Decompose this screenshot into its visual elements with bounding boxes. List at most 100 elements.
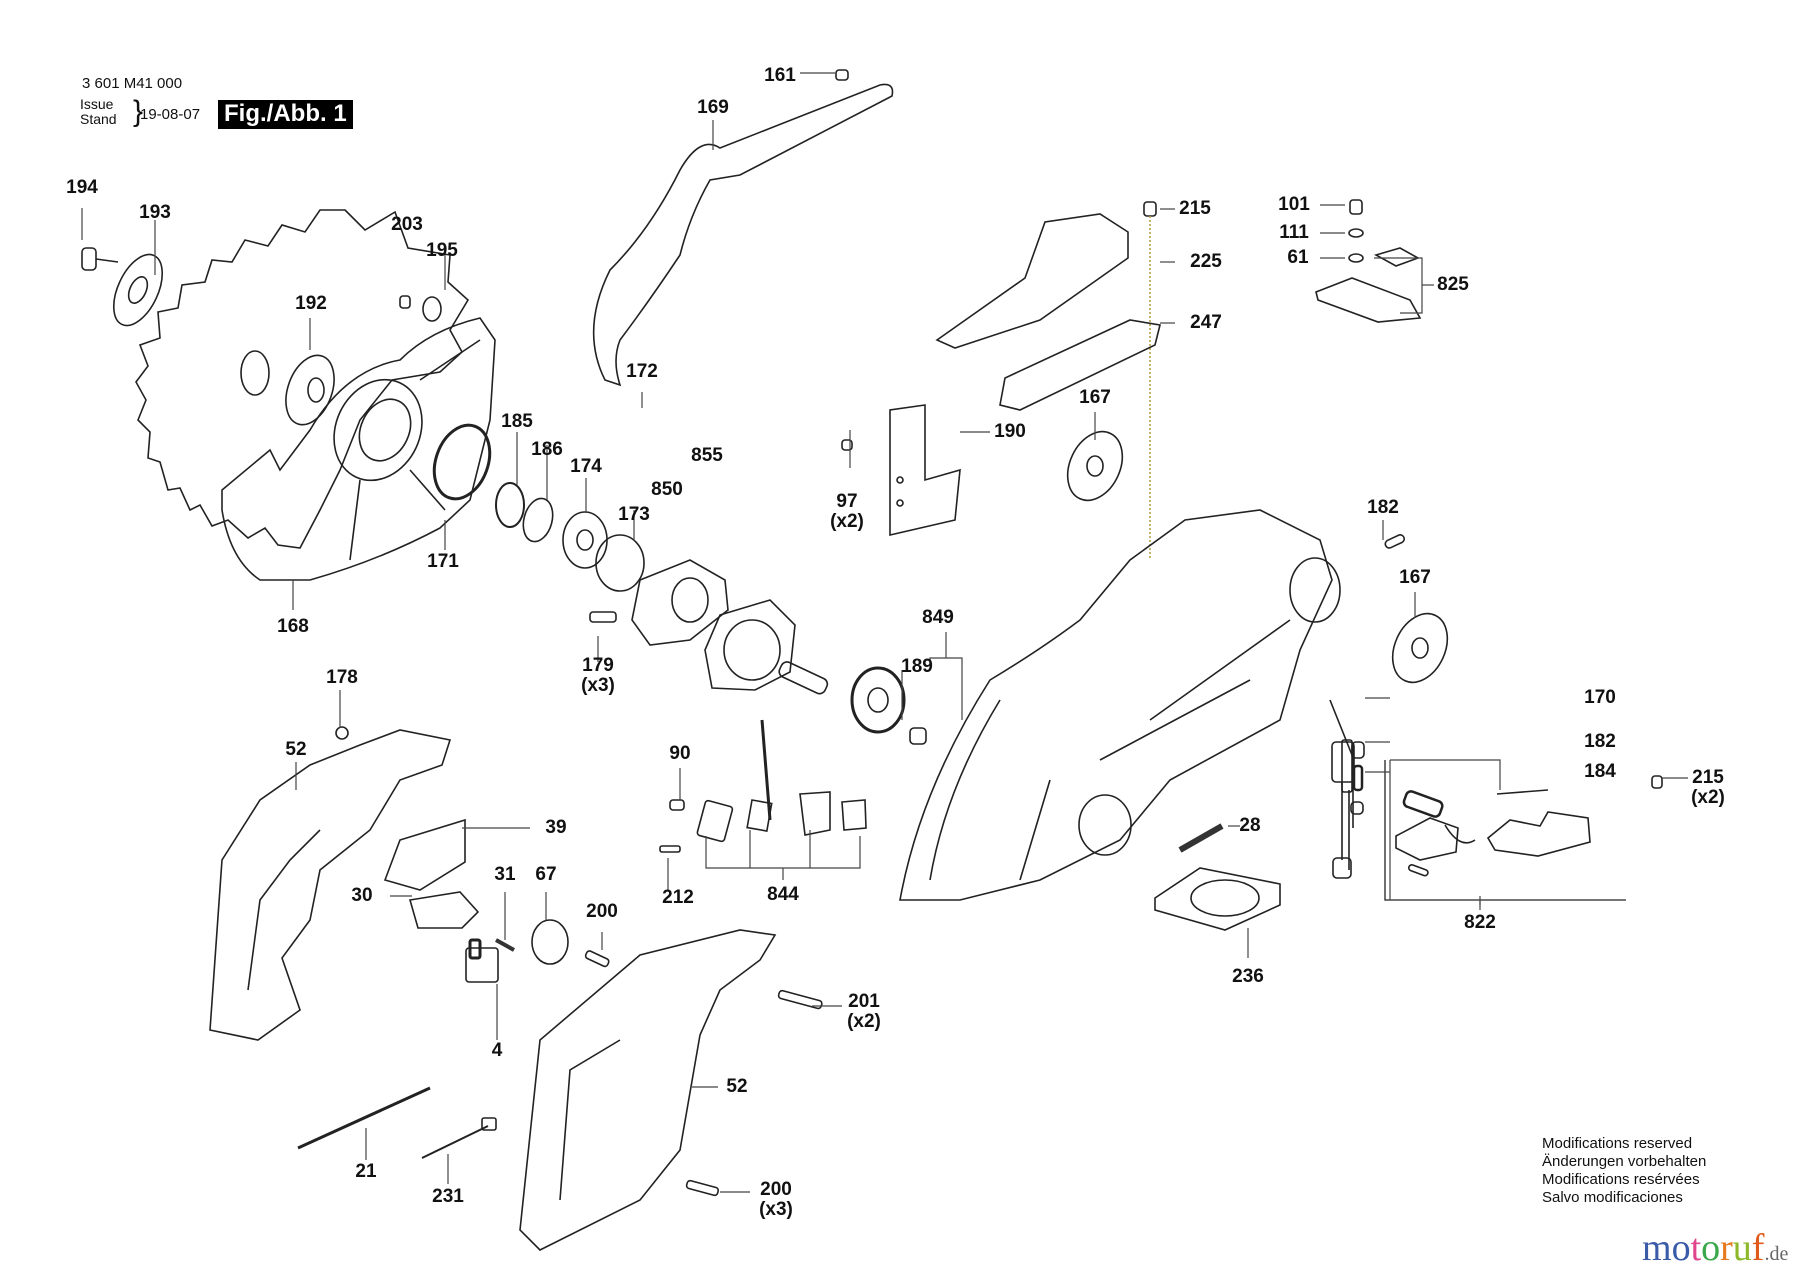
logo-letter: t (1690, 1227, 1702, 1269)
part-label-179: 179(x3) (574, 656, 622, 696)
part-label-236: 236 (1224, 967, 1272, 987)
part-label-31: 31 (481, 865, 529, 885)
logo-letter: u (1732, 1227, 1752, 1269)
part-label-168: 168 (269, 617, 317, 637)
modifications-notice: Modifications reserved Änderungen vorbeh… (1542, 1135, 1706, 1207)
part-number: 167 (1079, 387, 1111, 408)
part-number: 192 (295, 293, 327, 314)
part-number: 212 (662, 887, 694, 908)
washer-screw-195-drawing (399, 295, 442, 322)
part-number: 30 (351, 885, 373, 906)
plate-236-drawing (1154, 867, 1281, 931)
issue-labels: Issue Stand } (80, 97, 143, 127)
inner-flange-drawing (240, 350, 335, 426)
logo-letter: o (1701, 1227, 1721, 1269)
part-label-178: 178 (318, 668, 366, 688)
notice-line-en: Modifications reserved (1542, 1135, 1693, 1152)
part-number: 179 (582, 655, 614, 676)
part-label-172: 172 (618, 362, 666, 382)
part-number: 97 (836, 491, 858, 512)
part-number: 844 (767, 884, 799, 905)
part-label-200: 200 (578, 902, 626, 922)
guard-ring-drawing (432, 423, 492, 501)
logo-domain: .de (1764, 1243, 1789, 1265)
issue-date: 19-08-07 (140, 106, 201, 123)
part-label-97: 97(x2) (823, 492, 871, 532)
part-number: 825 (1437, 274, 1469, 295)
bracket-825-drawing (1315, 199, 1422, 323)
lock-assembly-822-drawing (1329, 699, 1663, 879)
part-number: 111 (1279, 222, 1309, 243)
part-number: 170 (1584, 687, 1616, 708)
part-number: 4 (491, 1040, 503, 1061)
logo-letter: m (1642, 1227, 1672, 1269)
part-number: 52 (285, 739, 307, 760)
part-label-189: 189 (893, 657, 941, 677)
part-label-192: 192 (287, 294, 335, 314)
part-number: 28 (1239, 815, 1261, 836)
part-number: 194 (66, 177, 98, 198)
part-label-201: 201(x2) (840, 992, 888, 1032)
part-number: 167 (1399, 567, 1431, 588)
part-label-215: 215(x2) (1684, 768, 1732, 808)
part-number: 184 (1584, 761, 1616, 782)
leader-lines (81, 72, 1688, 1193)
part-label-101: 101 (1270, 195, 1318, 215)
part-label-825: 825 (1429, 275, 1477, 295)
part-label-193: 193 (131, 203, 179, 223)
part-label-171: 171 (419, 552, 467, 572)
part-label-161: 161 (756, 66, 804, 86)
lever-169-drawing (592, 69, 894, 387)
part-number: 61 (1287, 247, 1309, 268)
part-label-52: 52 (713, 1077, 761, 1097)
spring-28-drawing (1178, 823, 1224, 853)
brace-glyph: } (133, 95, 144, 128)
part-number: 67 (535, 864, 557, 885)
part-number: 174 (570, 456, 602, 477)
part-number: 39 (545, 817, 567, 838)
part-label-52: 52 (272, 740, 320, 760)
part-quantity: (x2) (830, 511, 864, 532)
part-label-90: 90 (656, 744, 704, 764)
part-label-822: 822 (1456, 913, 1504, 933)
part-label-200: 200(x3) (752, 1180, 800, 1220)
part-label-231: 231 (424, 1187, 472, 1207)
part-label-190: 190 (986, 422, 1034, 442)
bearing-stack-drawing (495, 482, 927, 745)
part-number: 215 (1692, 767, 1724, 788)
part-label-194: 194 (58, 178, 106, 198)
part-label-111: 111 (1270, 223, 1318, 243)
part-label-4: 4 (473, 1041, 521, 1061)
handle-shell-left-drawing (209, 726, 452, 1041)
part-quantity: (x3) (759, 1199, 793, 1220)
part-label-169: 169 (689, 98, 737, 118)
brush-holder-844-drawing (659, 719, 867, 853)
figure-badge: Fig./Abb. 1 (218, 100, 353, 129)
part-label-21: 21 (342, 1162, 390, 1182)
part-number: 186 (531, 439, 563, 460)
part-quantity: (x3) (581, 675, 615, 696)
rail-247-drawing (999, 319, 1161, 411)
part-number: 203 (391, 214, 423, 235)
part-label-203: 203 (383, 215, 431, 235)
part-number: 178 (326, 667, 358, 688)
part-number: 189 (901, 656, 933, 677)
saw-blade-drawing (135, 209, 470, 549)
logo-letter: o (1671, 1227, 1691, 1269)
part-number: 172 (626, 361, 658, 382)
part-number: 200 (586, 901, 618, 922)
part-number: 850 (651, 479, 683, 500)
part-label-182: 182 (1359, 498, 1407, 518)
cable-tie-21-drawing (297, 1086, 431, 1150)
handle-shell-right-drawing (519, 929, 823, 1251)
part-number: 101 (1278, 194, 1310, 215)
switch-parts-drawing (383, 818, 610, 983)
part-number: 247 (1190, 312, 1222, 333)
part-number: 190 (994, 421, 1026, 442)
part-label-167: 167 (1071, 388, 1119, 408)
part-number: 201 (848, 991, 880, 1012)
logo-letter: r (1720, 1227, 1733, 1269)
part-label-849: 849 (914, 608, 962, 628)
part-quantity: (x2) (1691, 787, 1725, 808)
